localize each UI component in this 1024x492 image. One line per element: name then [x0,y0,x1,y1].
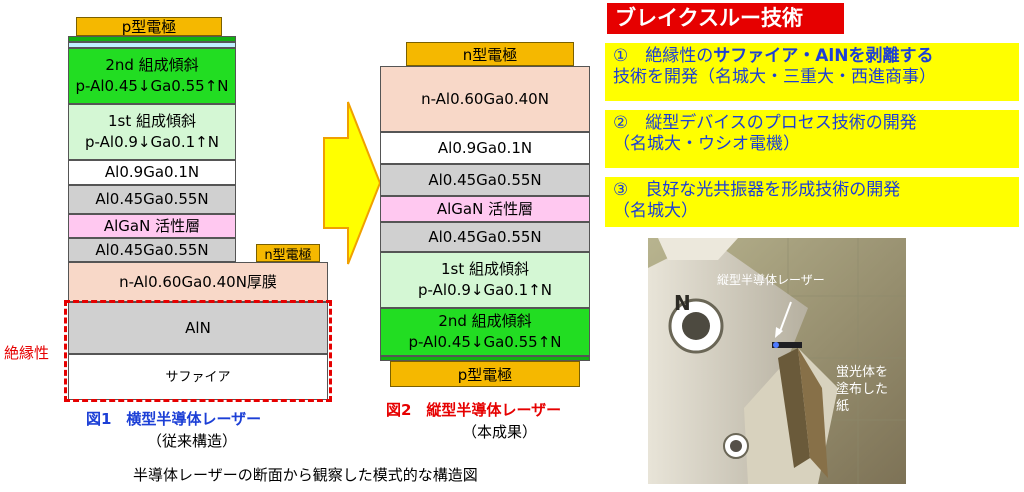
fig2-caption-sub: （本成果） [462,423,538,441]
breakthrough-item-2: ② 縦型デバイスのプロセス技術の開発 （名城大・ウシオ電機） [605,110,1019,168]
left-layer-al045-b: Al0.45Ga0.55N [68,238,236,262]
fig1-caption-sub: （従来構造） [147,432,238,450]
left-top-contact-strip [68,36,236,42]
item1-line2: 技術を開発（名城大・三重大・西進商事） [613,67,936,87]
left-layer-2nd-grading: 2nd 組成傾斜 p-Al0.45↓Ga0.55↑N [68,48,236,104]
device-photo: N 縦型半導体レーザー 蛍光体を 塗布した 紙 [648,238,906,484]
item3-line1: ③ 良好な光共振器を形成技術の開発 [613,180,901,200]
left-layer-active: AlGaN 活性層 [68,214,236,238]
breakthrough-title: ブレイクスルー技術 [607,3,844,34]
photo-label-paper: 蛍光体を 塗布した 紙 [836,365,889,414]
left-n-electrode: n型電極 [256,244,320,263]
right-layer-2nd-grading: 2nd 組成傾斜 p-Al0.45↓Ga0.55↑N [380,308,590,356]
breakthrough-item-3: ③ 良好な光共振器を形成技術の開発 （名城大） [605,177,1019,227]
right-layer-al045-b: Al0.45Ga0.55N [380,222,590,252]
item2-line2: （名城大・ウシオ電機） [613,134,800,154]
fig1-caption-title: 図1 横型半導体レーザー [86,410,262,428]
item2-line1: ② 縦型デバイスのプロセス技術の開発 [613,113,917,133]
left-layer-n-thick: n-Al0.60Ga0.40N厚膜 [68,262,328,302]
right-bottom-p-electrode: p型電極 [390,361,580,387]
svg-text:N: N [674,291,691,315]
left-layer-sapphire: サファイア [68,354,328,400]
right-layer-n: n-Al0.60Ga0.40N [380,66,590,132]
right-bottom-contact-strip [380,356,590,361]
left-layer-1st-grading: 1st 組成傾斜 p-Al0.9↓Ga0.1↑N [68,104,236,160]
right-top-n-electrode: n型電極 [406,42,574,66]
fig2-caption-title: 図2 縦型半導体レーザー [386,401,562,419]
photo-label-laser: 縦型半導体レーザー [717,273,825,287]
left-top-contact-strip-light [68,42,236,48]
transition-arrow [323,101,382,265]
photo-illustration: N [648,238,906,484]
right-layer-active: AlGaN 活性層 [380,196,590,222]
left-top-p-electrode: p型電極 [76,17,222,36]
left-layer-al09: Al0.9Ga0.1N [68,160,236,185]
bottom-caption: 半導体レーザーの断面から観察した模式的な構造図 [133,466,478,484]
right-layer-1st-grading: 1st 組成傾斜 p-Al0.9↓Ga0.1↑N [380,252,590,308]
insulating-label: 絶縁性 [4,344,50,362]
breakthrough-item-1: ① 絶縁性のサファイア・AlNを剥離する 技術を開発（名城大・三重大・西進商事） [605,43,1019,101]
item3-line2: （名城大） [613,201,698,221]
insulating-region-outline [64,300,332,402]
left-layer-al045-a: Al0.45Ga0.55N [68,185,236,214]
right-layer-al045-a: Al0.45Ga0.55N [380,164,590,196]
item1-line1: ① 絶縁性のサファイア・AlNを剥離する [613,46,934,66]
right-layer-al09: Al0.9Ga0.1N [380,132,590,164]
